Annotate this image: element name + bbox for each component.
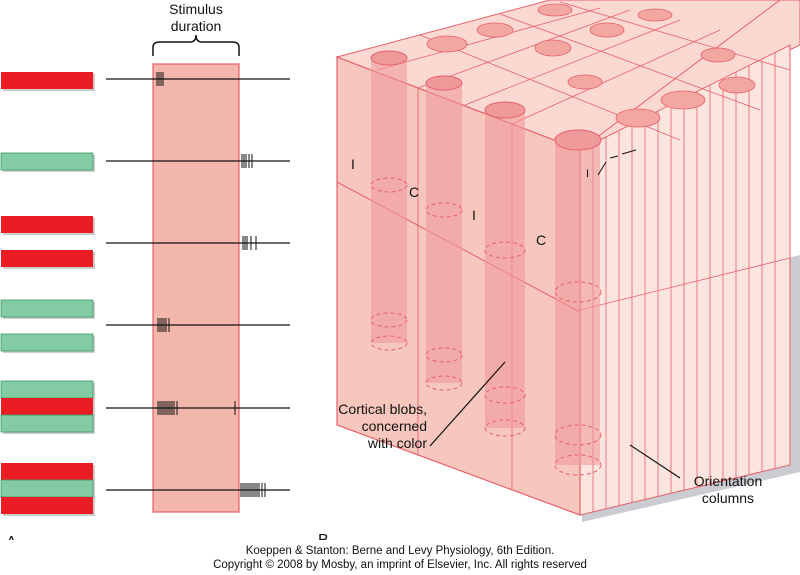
panel-b: I I C I C Cortical blobs, concerned with… (318, 0, 800, 540)
orientation-column-stripes (579, 53, 791, 512)
spike-burst (242, 236, 257, 250)
spike-burst (241, 154, 253, 168)
stimulus-bar-green (0, 333, 94, 352)
stimulus-bar-green (0, 380, 94, 399)
stimulus-bar-green (0, 479, 94, 498)
blobs-leader-line (429, 361, 506, 447)
stimulus-bar-red (1, 463, 93, 480)
figure: Stimulus duration (0, 0, 800, 540)
stimulus-bracket (152, 34, 240, 56)
panel-a: Stimulus duration (0, 1, 290, 540)
color-label-right: C (536, 232, 546, 248)
spike-burst (240, 483, 266, 497)
stimulus-bar-red (1, 398, 93, 415)
ocular-label-right: I (472, 207, 476, 223)
stimulus-duration-window (152, 63, 240, 513)
stimulus-bar-red (1, 72, 93, 89)
row-3 (1, 216, 290, 269)
blobs-label-line2: concerned (362, 418, 427, 434)
row-1 (1, 72, 290, 91)
row-2 (0, 152, 290, 172)
spike-burst (157, 318, 170, 332)
stimulus-bar-green (0, 299, 94, 318)
stimulus-bar-green (0, 414, 94, 433)
spike-burst (156, 72, 164, 86)
color-label-left: C (409, 184, 419, 200)
panel-a-letter: A (6, 534, 17, 540)
cortical-blob-cylinders (370, 50, 602, 476)
orientation-leader-line (629, 444, 681, 479)
row-5 (0, 380, 290, 434)
small-ocular-label: I (586, 168, 589, 180)
row-4 (0, 299, 290, 353)
top-blobs (426, 3, 756, 128)
small-dashed-mark (597, 149, 637, 176)
row-6 (0, 463, 290, 516)
stimulus-bar-green (0, 152, 94, 171)
orientation-label-line2: columns (702, 490, 754, 506)
stimulus-bar-red (1, 216, 93, 233)
figure-caption: Koeppen & Stanton: Berne and Levy Physio… (0, 544, 800, 572)
orientation-label-line1: Orientation (694, 473, 762, 489)
caption-line2: Copyright © 2008 by Mosby, an imprint of… (213, 559, 587, 571)
ocular-label-left: I (351, 156, 355, 172)
spike-burst (157, 401, 236, 415)
stimulus-bar-red (1, 250, 93, 267)
stimulus-label-line2: duration (171, 18, 222, 34)
stimulus-bar-red (1, 497, 93, 514)
blobs-label-line3: with color (367, 435, 427, 451)
caption-line1: Koeppen & Stanton: Berne and Levy Physio… (245, 545, 555, 557)
panel-b-letter: B (318, 532, 329, 540)
blobs-label-line1: Cortical blobs, (338, 401, 427, 417)
stimulus-label-line1: Stimulus (169, 1, 223, 17)
